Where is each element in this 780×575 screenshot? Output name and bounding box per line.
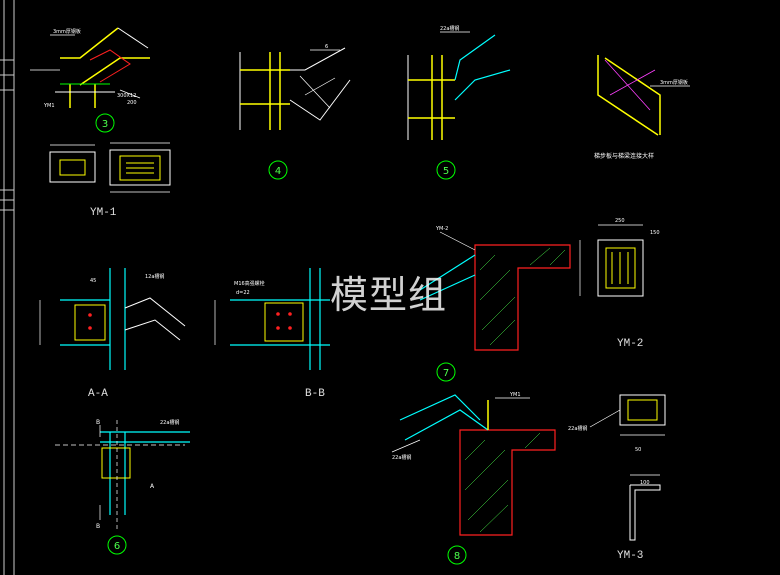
- d8-note-22a: 22a槽钢: [392, 454, 411, 461]
- note-3mm-plate: 3mm厚钢板: [53, 28, 81, 35]
- d6-section-a: A: [150, 483, 155, 490]
- ym3-dim-50: 50: [635, 447, 641, 453]
- detail-number-4: 4: [275, 166, 281, 177]
- d8-note-ym1: YM1: [509, 392, 521, 398]
- bb-note-m16: M16高强螺栓: [234, 280, 265, 287]
- detail-5: 22a槽钢 5: [407, 25, 511, 180]
- note-ym1: YM1: [43, 103, 55, 109]
- caption-ym2: YM-2: [617, 338, 643, 350]
- plate-ym3: 22a槽钢 100 50 YM-3: [568, 394, 666, 562]
- aa-dim-45: 45: [90, 278, 96, 284]
- watermark: 模型组: [330, 273, 448, 317]
- ym3-dim-100: 100: [640, 480, 650, 486]
- ym3-note-22a: 22a槽钢: [568, 425, 587, 432]
- detail-3: 3mm厚钢板 YM1 300X12 200 3: [30, 27, 150, 133]
- sheet-border: [0, 0, 15, 575]
- bb-note-d22: d=22: [236, 290, 250, 296]
- stair-plate-detail: 3mm厚钢板 梯步板与梯梁连接大样: [594, 55, 690, 160]
- d6-section-b-top: B: [96, 419, 100, 426]
- plate-ym1: YM-1: [49, 142, 171, 219]
- aa-note-12a: 12a槽钢: [145, 273, 164, 280]
- note-3mm-plate-2: 3mm厚钢板: [660, 79, 688, 86]
- detail-6: B B A 22a槽钢 6: [55, 419, 190, 555]
- detail-8: YM1 22a槽钢 8: [391, 392, 556, 565]
- detail-number-7: 7: [443, 368, 449, 379]
- detail-number-3: 3: [102, 119, 108, 130]
- detail-7: YM-2 7: [419, 226, 571, 382]
- caption-b-b: B-B: [305, 388, 325, 400]
- detail-number-6: 6: [114, 541, 120, 552]
- stair-detail-title: 梯步板与梯梁连接大样: [594, 152, 654, 160]
- note-ym2-ref: YM-2: [435, 226, 448, 232]
- note-22a-channel: 22a槽钢: [440, 25, 459, 32]
- caption-ym1: YM-1: [90, 207, 117, 219]
- detail-4: 6 4: [239, 44, 351, 180]
- detail-number-8: 8: [454, 551, 460, 562]
- detail-number-5: 5: [443, 166, 449, 177]
- d6-note-22a: 22a槽钢: [160, 419, 179, 426]
- caption-ym3: YM-3: [617, 550, 643, 562]
- caption-a-a: A-A: [88, 388, 108, 400]
- ym2-dim-150: 150: [650, 230, 660, 236]
- note-200: 200: [127, 100, 137, 106]
- note-6: 6: [325, 44, 328, 50]
- d6-section-b-bottom: B: [96, 523, 100, 530]
- plate-ym2: 250 150 YM-2: [579, 218, 660, 350]
- note-300x12: 300X12: [117, 93, 136, 99]
- section-b-b: M16高强螺栓 d=22 B-B: [214, 268, 330, 400]
- ym2-dim-250: 250: [615, 218, 625, 224]
- section-a-a: 12a槽钢 45 A-A: [39, 268, 186, 400]
